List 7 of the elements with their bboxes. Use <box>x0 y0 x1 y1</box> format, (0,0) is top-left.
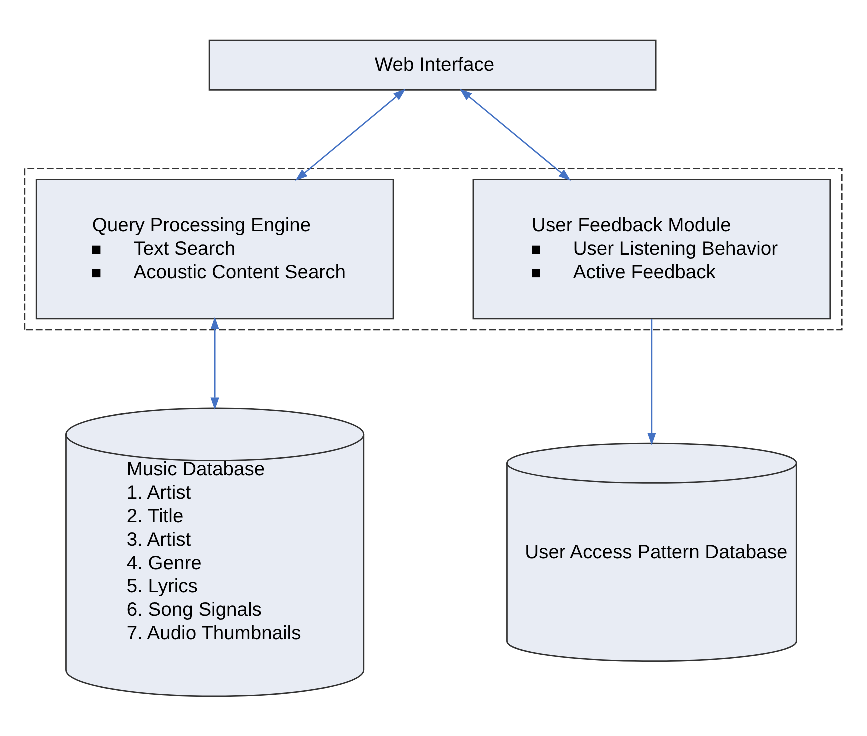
node-box: User Feedback Module User Listening Behavior Active Feedback <box>472 178 832 320</box>
arrow <box>295 88 406 181</box>
arrow <box>460 88 572 180</box>
arrow <box>648 318 656 445</box>
arrow <box>210 316 220 410</box>
node-box: Query Processing Engine Text Search Acoustic Content Search <box>36 178 394 320</box>
node-box: Web Interface <box>208 39 657 90</box>
